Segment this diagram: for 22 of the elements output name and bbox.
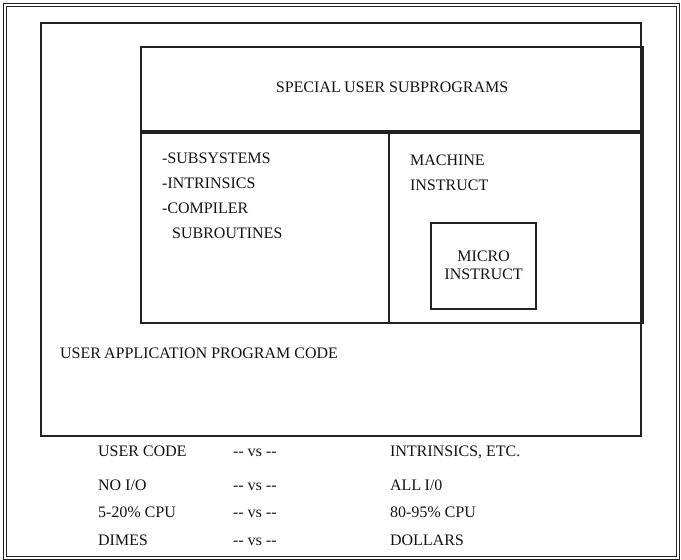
versus-text: -- vs --	[233, 531, 277, 551]
comparison-text: DIMES	[98, 531, 148, 551]
box-heading: USER APPLICATION PROGRAM CODE	[60, 344, 339, 364]
comparison-text: DOLLARS	[390, 531, 464, 551]
comparison-text: USER CODE	[98, 442, 186, 462]
comparison-text: NO I/O	[98, 476, 146, 496]
versus-text: -- vs --	[233, 442, 277, 462]
box	[40, 22, 642, 437]
list-item: -SUBSYSTEMS	[162, 149, 272, 169]
comparison-text: 5-20% CPU	[98, 503, 176, 523]
list-item: -INTRINSICS	[162, 174, 256, 194]
comparison-text: 80-95% CPU	[390, 503, 476, 523]
comparison-text: INTRINSICS, ETC.	[390, 442, 520, 462]
box	[140, 46, 644, 324]
versus-text: -- vs --	[233, 503, 277, 523]
box	[430, 222, 537, 310]
box-label: MICRO INSTRUCT	[443, 248, 524, 284]
list-item: -COMPILER SUBROUTINES	[162, 199, 284, 244]
box-heading: SPECIAL USER SUBPROGRAMS	[274, 78, 510, 98]
versus-text: -- vs --	[233, 476, 277, 496]
comparison-text: ALL I/0	[390, 476, 442, 496]
box-heading: MACHINE INSTRUCT	[410, 151, 490, 196]
